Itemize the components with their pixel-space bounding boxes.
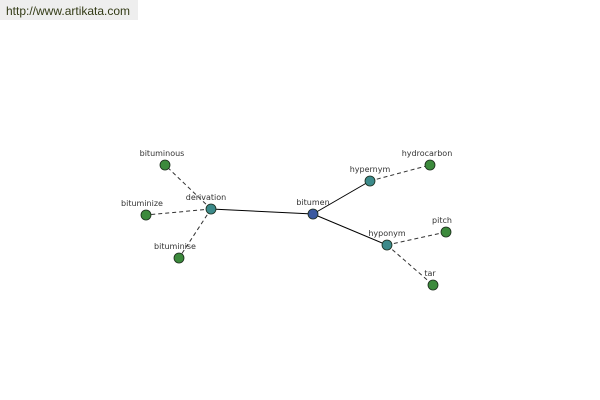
edge-bitumen-hypernym bbox=[312, 180, 371, 215]
node-label-hypernym: hypernym bbox=[350, 165, 391, 174]
node-label-bituminise: bituminise bbox=[154, 242, 196, 251]
node-bituminise[interactable] bbox=[173, 252, 185, 264]
label-layer: bitumen derivation hypernym hyponym bitumino… bbox=[121, 149, 452, 278]
edge-bitumen-hyponym bbox=[312, 213, 388, 246]
node-label-bituminize: bituminize bbox=[121, 199, 163, 208]
edge-derivation-bituminize bbox=[145, 208, 212, 216]
node-label-bitumen: bitumen bbox=[296, 198, 329, 207]
node-derivation[interactable] bbox=[205, 203, 217, 215]
edge-hypernym-hydrocarbon bbox=[369, 164, 431, 182]
node-label-pitch: pitch bbox=[432, 216, 452, 225]
node-label-tar: tar bbox=[424, 269, 436, 278]
node-label-hyponym: hyponym bbox=[368, 229, 406, 238]
node-bituminous[interactable] bbox=[159, 159, 171, 171]
node-hyponym[interactable] bbox=[381, 239, 393, 251]
node-label-hydrocarbon: hydrocarbon bbox=[402, 149, 453, 158]
node-tar[interactable] bbox=[427, 279, 439, 291]
edge-derivation-bituminise bbox=[178, 208, 212, 259]
node-label-derivation: derivation bbox=[186, 193, 226, 202]
edge-bitumen-derivation bbox=[210, 208, 314, 215]
node-bituminize[interactable] bbox=[140, 209, 152, 221]
edge-hyponym-tar bbox=[386, 244, 434, 286]
edge-derivation-bituminous bbox=[164, 164, 212, 210]
node-label-bituminous: bituminous bbox=[140, 149, 185, 158]
site-url-link[interactable]: http://www.artikata.com bbox=[0, 0, 138, 20]
node-pitch[interactable] bbox=[440, 226, 452, 238]
node-bitumen[interactable] bbox=[307, 208, 319, 220]
node-layer bbox=[140, 159, 452, 291]
edge-hyponym-pitch bbox=[386, 231, 447, 246]
node-hypernym[interactable] bbox=[364, 175, 376, 187]
edge-layer bbox=[145, 164, 447, 286]
node-hydrocarbon[interactable] bbox=[424, 159, 436, 171]
